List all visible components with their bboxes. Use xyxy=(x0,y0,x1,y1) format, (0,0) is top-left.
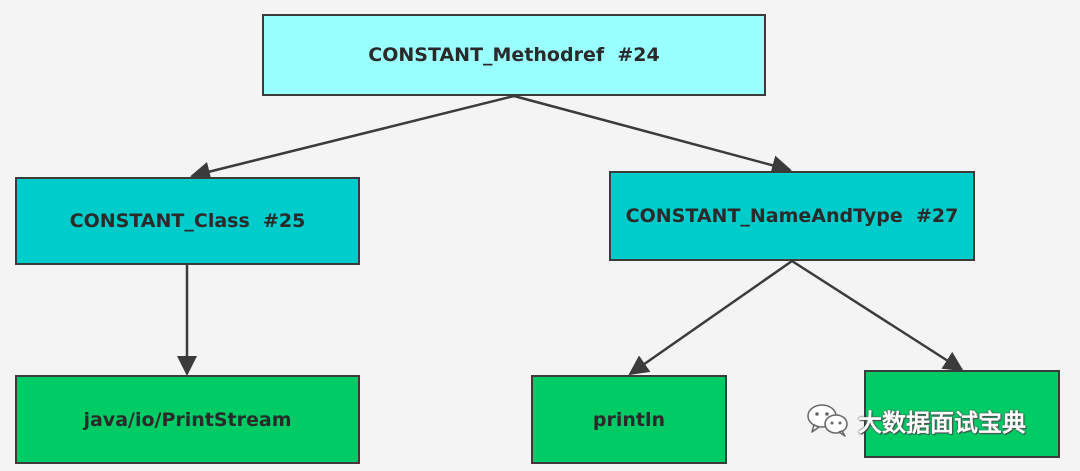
edge-methodref-to-nameandtype xyxy=(513,94,792,175)
node-println-label: println xyxy=(592,408,666,431)
node-descriptor xyxy=(864,370,1060,458)
watermark-text: 大数据面试宝典 xyxy=(858,408,1026,437)
edge-methodref-to-class xyxy=(190,94,515,182)
edge-nameandtype-to-println xyxy=(628,259,793,376)
node-printstream-label: java/io/PrintStream xyxy=(83,408,292,431)
node-constant-methodref: CONSTANT_Methodref #24 xyxy=(262,14,766,96)
edge-nameandtype-to-descriptor xyxy=(791,259,964,372)
node-printstream: java/io/PrintStream xyxy=(15,375,360,464)
wechat-icon xyxy=(807,404,848,437)
node-constant-class: CONSTANT_Class #25 xyxy=(15,177,360,265)
node-constant-methodref-label: CONSTANT_Methodref #24 xyxy=(368,44,660,66)
node-constant-class-label: CONSTANT_Class #25 xyxy=(69,210,306,232)
node-constant-nameandtype-label: CONSTANT_NameAndType #27 xyxy=(625,205,959,227)
watermark: 大数据面试宝典 xyxy=(806,402,1026,438)
node-println: println xyxy=(531,375,727,464)
node-constant-nameandtype: CONSTANT_NameAndType #27 xyxy=(609,171,975,261)
